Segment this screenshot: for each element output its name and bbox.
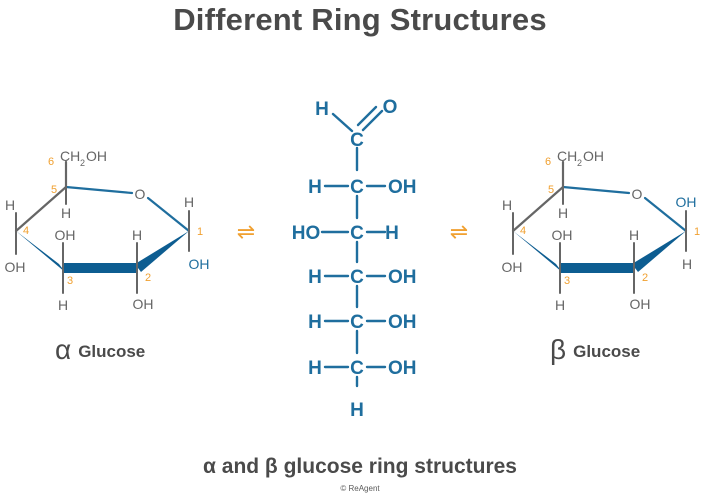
chain-row-5-right: OH: [388, 312, 417, 333]
chain-carbon-6: C: [350, 358, 364, 379]
beta-ch2oh-label: CH: [557, 148, 577, 164]
alpha-bond-c1-c2: [135, 231, 189, 272]
chain-row-4-left: H: [308, 267, 322, 288]
beta-c3-top-substituent: OH: [552, 227, 573, 243]
chain-carbon-1: C: [350, 130, 364, 151]
chain-row-3-right: H: [385, 223, 399, 244]
chain-row-2-right: OH: [388, 177, 417, 198]
beta-c2-top-substituent: H: [629, 227, 639, 243]
alpha-bond-o-c1: [146, 196, 191, 233]
alpha-c1-bottom-substituent: OH: [189, 256, 210, 272]
chain-row-3-left: HO: [292, 223, 321, 244]
alpha-ch2oh-oh: OH: [86, 148, 107, 164]
diagram-caption: α and β glucose ring structures: [203, 455, 517, 478]
chain-row-4-right: OH: [388, 267, 417, 288]
alpha-glucose-label: α Glucose: [55, 334, 145, 366]
alpha-symbol: α: [55, 334, 72, 365]
alpha-carbon-number-4: 4: [23, 225, 29, 237]
chain-aldehyde-h: H: [315, 99, 329, 120]
alpha-c1-top-substituent: H: [184, 194, 194, 210]
chain-row-5-left: H: [308, 312, 322, 333]
alpha-ring-oxygen: O: [135, 186, 146, 202]
beta-bond-c1-c2: [632, 231, 686, 272]
chain-bond-c1-o-a: [361, 109, 384, 132]
beta-glucose-label: β Glucose: [550, 334, 640, 366]
alpha-carbon-number-6: 6: [48, 156, 54, 168]
beta-bond-c2-c3: [560, 263, 634, 273]
beta-c3-bottom-substituent: H: [555, 297, 565, 313]
beta-carbon-number-1: 1: [694, 226, 700, 238]
chain-carbon-5: C: [350, 312, 364, 333]
alpha-bond-c2-c3: [63, 263, 137, 273]
alpha-ch2oh-label: CH: [60, 148, 80, 164]
chain-row-6-left: H: [308, 358, 322, 379]
alpha-bond-c3-c4: [16, 231, 65, 272]
chain-carbon-3: C: [350, 223, 364, 244]
alpha-c2-top-substituent: H: [132, 227, 142, 243]
alpha-carbon-number-2: 2: [145, 272, 151, 284]
equilibrium-arrow-left: ⇌: [237, 219, 255, 244]
chain-bond-c1-o-b: [356, 105, 378, 127]
alpha-ch2oh-subscript: 2: [80, 158, 85, 168]
alpha-carbon-number-3: 3: [67, 275, 73, 287]
beta-bond-o-c1: [643, 196, 688, 233]
alpha-carbon-number-1: 1: [197, 226, 203, 238]
chain-aldehyde-o: O: [383, 97, 398, 118]
beta-c2-bottom-substituent: OH: [630, 296, 651, 312]
beta-c5-bottom-substituent: H: [558, 205, 568, 221]
beta-carbon-number-6: 6: [545, 156, 551, 168]
alpha-c3-bottom-substituent: H: [58, 297, 68, 313]
beta-c1-top-substituent: OH: [676, 194, 697, 210]
beta-carbon-number-5: 5: [548, 184, 554, 196]
beta-glucose-name: Glucose: [573, 342, 641, 361]
chain-row-6-right: OH: [388, 358, 417, 379]
beta-ch2oh-oh: OH: [583, 148, 604, 164]
alpha-c4-bottom-substituent: OH: [5, 259, 26, 275]
beta-carbon-number-2: 2: [642, 272, 648, 284]
beta-ring-oxygen: O: [632, 186, 643, 202]
beta-ch2oh-subscript: 2: [577, 158, 582, 168]
chain-carbon-2: C: [350, 177, 364, 198]
beta-bond-c3-c4: [513, 231, 562, 272]
alpha-c2-bottom-substituent: OH: [133, 296, 154, 312]
chain-carbon-4: C: [350, 267, 364, 288]
beta-symbol: β: [550, 334, 567, 365]
alpha-glucose-name: Glucose: [78, 342, 146, 361]
alpha-bond-c5-o: [64, 185, 134, 195]
alpha-bond-c4-c5: [14, 185, 68, 233]
alpha-c5-bottom-substituent: H: [61, 205, 71, 221]
credit-line: © ReAgent: [340, 484, 380, 493]
beta-carbon-number-3: 3: [564, 275, 570, 287]
beta-bond-c5-o: [561, 185, 631, 195]
beta-bond-c4-c5: [511, 185, 565, 233]
alpha-c4-top-substituent: H: [5, 197, 15, 213]
diagram-title: Different Ring Structures: [173, 2, 547, 37]
chain-bond-h-c1: [331, 112, 354, 133]
beta-c1-bottom-substituent: H: [682, 256, 692, 272]
beta-c4-bottom-substituent: OH: [502, 259, 523, 275]
chain-bottom-h: H: [350, 400, 364, 421]
equilibrium-arrow-right: ⇌: [450, 219, 468, 244]
chain-row-2-left: H: [308, 177, 322, 198]
alpha-c3-top-substituent: OH: [55, 227, 76, 243]
beta-carbon-number-4: 4: [520, 225, 526, 237]
alpha-carbon-number-5: 5: [51, 184, 57, 196]
beta-c4-top-substituent: H: [502, 197, 512, 213]
